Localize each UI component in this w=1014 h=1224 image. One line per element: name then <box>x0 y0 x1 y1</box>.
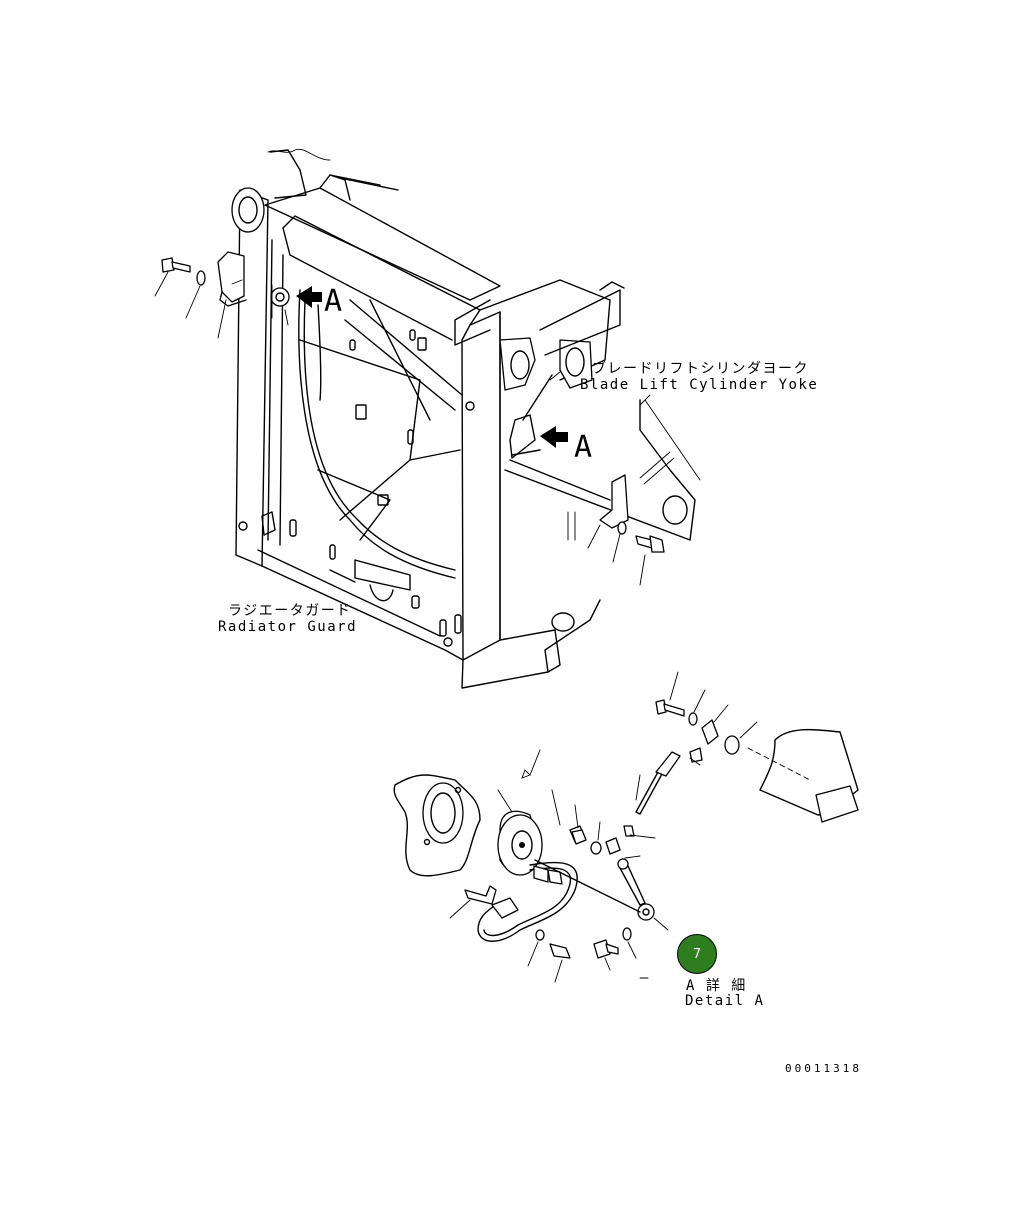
detail-label-en: Detail A <box>685 993 765 1009</box>
view-ref-right: A <box>574 430 593 465</box>
yoke-label-jp: ブレードリフトシリンダヨーク <box>592 361 809 377</box>
guard-right-fasteners <box>587 521 665 586</box>
guard-left-fasteners <box>154 251 247 339</box>
yoke-leader-long <box>644 399 701 481</box>
yoke-hatch-1 <box>639 451 671 479</box>
detail-a-assembly <box>393 671 859 983</box>
radiator-guard-frame <box>231 148 696 689</box>
guard-label-jp: ラジエータガード <box>228 603 352 619</box>
yoke-hatch-2 <box>643 457 675 485</box>
callout-badge[interactable]: 7 <box>677 934 717 974</box>
drawing-number: 00011318 <box>785 1062 862 1075</box>
view-ref-left: A <box>324 284 343 319</box>
guard-label-en: Radiator Guard <box>218 619 358 635</box>
detail-label-jp: A 詳 細 <box>686 978 747 994</box>
yoke-label-en: Blade Lift Cylinder Yoke <box>580 377 819 393</box>
